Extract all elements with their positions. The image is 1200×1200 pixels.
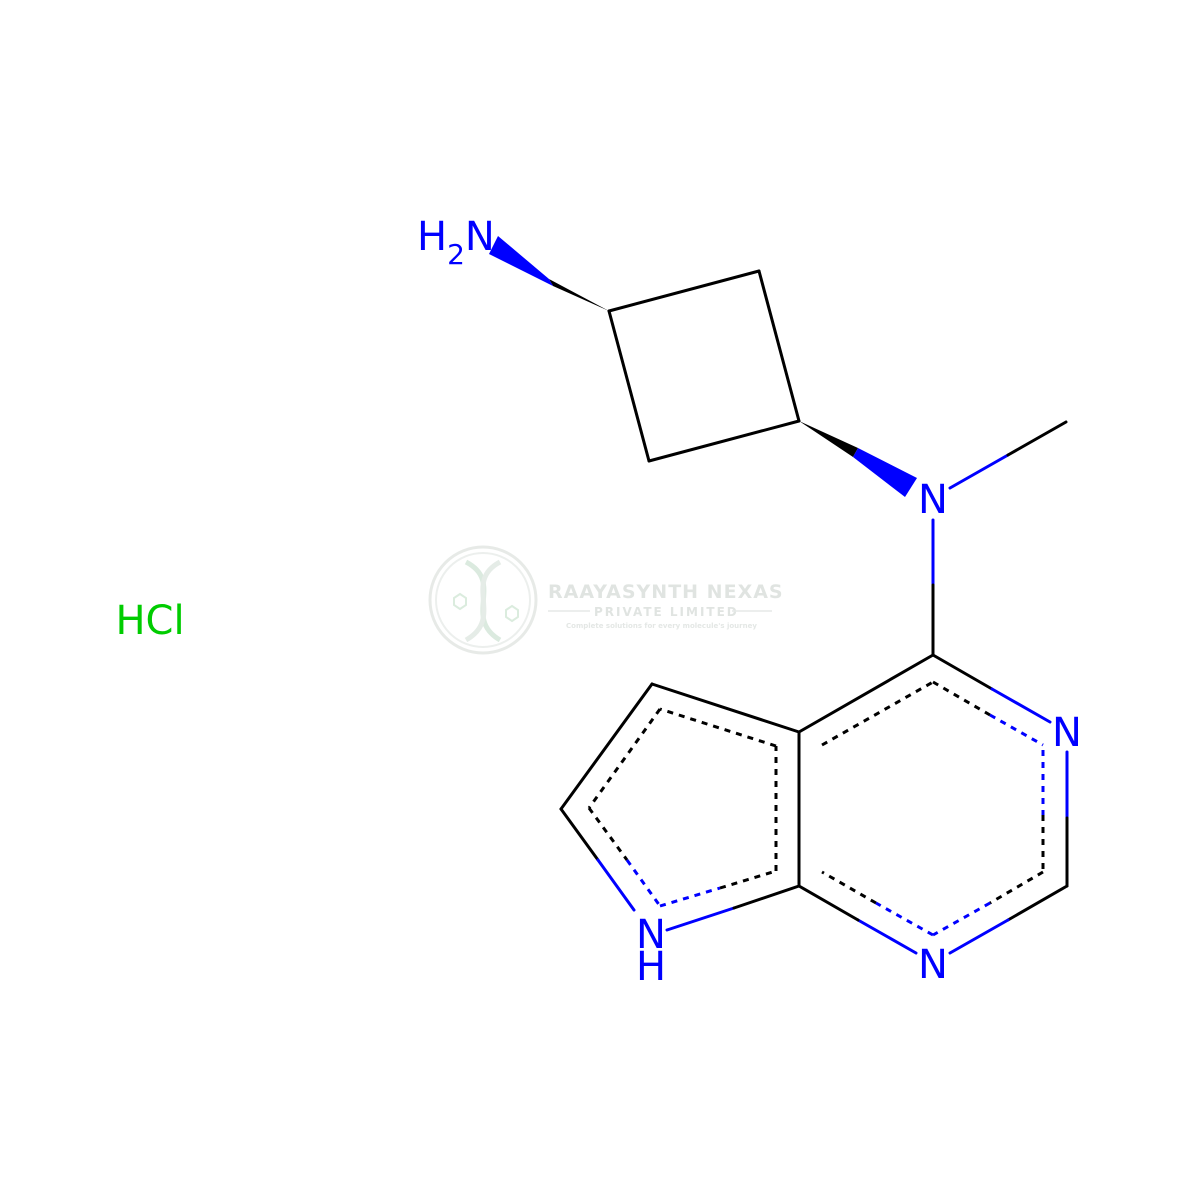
aromatic-dashes [587, 680, 1045, 937]
bond-c2-n1 [1006, 884, 1069, 922]
bond-c5-c6 [559, 682, 654, 811]
pyrimidine-ring [797, 653, 1069, 955]
arom-c4-n3 [932, 680, 991, 717]
arom-c6-n7 [587, 807, 629, 861]
n-substituent-bonds [931, 420, 1068, 657]
arom-n1-c7a-blue [875, 901, 934, 937]
bond-c4-c1 [607, 309, 651, 463]
arom-c2-n1 [989, 870, 1044, 905]
wedge-bond-tertiary-n [799, 421, 917, 497]
pyrrole-ring [559, 682, 801, 932]
watermark-subtitle: PRIVATE LIMITED [594, 605, 739, 619]
pyrimidine-n1-label: N [918, 942, 948, 988]
bond-n1-c7a [797, 884, 860, 922]
arom-n7-c7a [719, 869, 777, 890]
arom-c4-n3-blue [989, 713, 1044, 747]
watermark-tagline: Complete solutions for every molecule's … [566, 622, 757, 630]
watermark: RAAYASYNTH NEXAS PRIVATE LIMITED Complet… [428, 545, 784, 655]
pyrrole-h-label: H [636, 944, 666, 990]
watermark-name: RAAYASYNTH NEXAS [548, 581, 784, 603]
pyrrole-n-label: N [636, 912, 666, 958]
pyrimidine-n3-label: N [1052, 710, 1082, 756]
bond-c6-n7-blue [596, 858, 636, 912]
arom-c4a-c5 [659, 707, 777, 748]
bond-c4-n3 [931, 653, 994, 691]
bond-c2-n1-blue [948, 918, 1010, 955]
arom-c2-n1-blue [932, 901, 991, 937]
bond-c4-c4a [797, 653, 935, 734]
bond-c2-c3 [757, 269, 801, 423]
arom-c6-n7-blue [625, 859, 662, 907]
bond-c3-c4 [647, 419, 801, 463]
bond-c4a-c5 [650, 682, 801, 734]
tertiary-n-label: N [918, 477, 948, 523]
bond-c4-n3-blue [990, 687, 1052, 724]
bond-n7-c7a [732, 884, 801, 910]
bond-n-methyl [1006, 420, 1068, 457]
arom-c5-c6 [587, 708, 662, 809]
atom-labels: H2N N N N N H HCl [115, 214, 1082, 990]
hcl-salt-label: HCl [115, 598, 184, 644]
arom-n7-c7a-blue [659, 886, 721, 908]
arom-n1-c7a [821, 870, 877, 905]
bond-n7-c7a-blue [665, 906, 736, 932]
bond-n-methyl-blue [948, 453, 1010, 490]
bond-c6-n7 [559, 807, 600, 862]
arom-c4a-c4 [821, 680, 934, 747]
bond-c1-c2 [607, 269, 761, 313]
bond-n1-c7a-blue [856, 918, 918, 955]
cyclobutane-ring [607, 269, 801, 463]
wedge-bond-amine [489, 236, 609, 311]
watermark-logo-icon [428, 545, 538, 655]
amine-label: H2N [417, 214, 495, 271]
